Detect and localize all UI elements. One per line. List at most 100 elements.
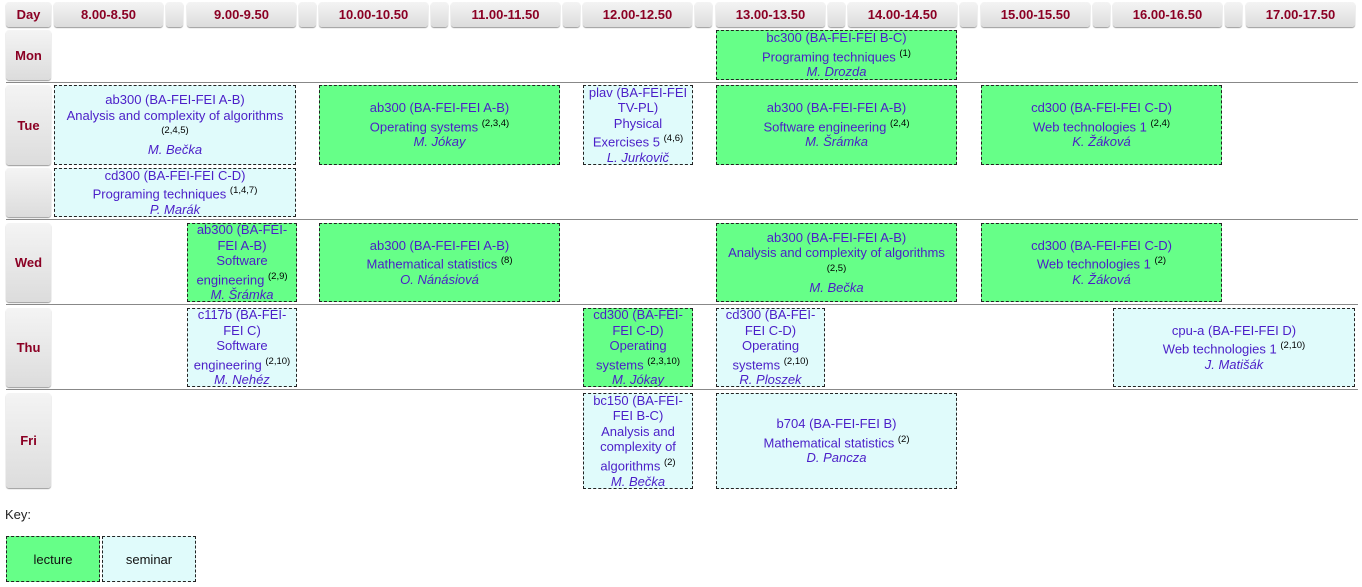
event-teacher: K. Žáková xyxy=(1072,134,1131,150)
event-teacher: M. Šrámka xyxy=(805,134,868,150)
event-room: ab300 (BA-FEI-FEI A-B) xyxy=(369,237,510,253)
header-gap xyxy=(299,2,316,27)
event-room: ab300 (BA-FEI-FEI A-B) xyxy=(766,100,907,116)
event-block[interactable]: ab300 (BA-FEI-FEI A-B) Analysis and comp… xyxy=(54,85,296,165)
event-room: cd300 (BA-FEI-FEI C-D) xyxy=(593,308,683,338)
header-slot: 17.00-17.50 xyxy=(1246,2,1355,27)
row-separator xyxy=(6,219,1358,220)
event-teacher: M. Nehéz xyxy=(214,372,270,387)
day-wed: Wed xyxy=(6,223,51,302)
header-gap xyxy=(1093,2,1110,27)
day-tue: Tue xyxy=(6,85,51,165)
event-room: c117b (BA-FEI-FEI C) xyxy=(197,308,287,338)
event-block[interactable]: ab300 (BA-FEI-FEI A-B) Software engineer… xyxy=(187,223,297,302)
header-gap xyxy=(166,2,183,27)
header-gap xyxy=(563,2,580,27)
header-gap xyxy=(960,2,977,27)
event-teacher: O. Nánásiová xyxy=(400,271,479,287)
event-room: plav (BA-FEI-FEI TV-PL) xyxy=(588,85,688,116)
event-course: Software engineering (2,9) xyxy=(196,253,288,287)
legend-lecture: lecture xyxy=(6,536,100,582)
event-teacher: M. Jókay xyxy=(611,372,664,387)
event-teacher: J. Matišák xyxy=(1204,356,1264,372)
header-slot: 13.00-13.50 xyxy=(716,2,825,27)
event-block[interactable]: ab300 (BA-FEI-FEI A-B) Mathematical stat… xyxy=(319,223,560,302)
header-gap xyxy=(431,2,448,27)
event-block[interactable]: c117b (BA-FEI-FEI C) Software engineerin… xyxy=(187,308,297,387)
event-block[interactable]: ab300 (BA-FEI-FEI A-B) Analysis and comp… xyxy=(716,223,957,302)
event-block[interactable]: cd300 (BA-FEI-FEI C-D) Operating systems… xyxy=(583,308,693,387)
header-slot: 9.00-9.50 xyxy=(187,2,296,27)
header-slot: 10.00-10.50 xyxy=(319,2,428,27)
event-teacher: M. Bečka xyxy=(147,142,203,158)
event-teacher: K. Žáková xyxy=(1072,271,1131,287)
event-course: Analysis and complexity of algorithms (2… xyxy=(66,107,284,137)
event-course: Analysis and complexity of algorithms (2… xyxy=(600,423,676,474)
event-block[interactable]: cd300 (BA-FEI-FEI C-D) Programing techni… xyxy=(54,168,296,217)
event-course: Operating systems (2,3,4) xyxy=(369,117,510,134)
event-block[interactable]: ab300 (BA-FEI-FEI A-B) Software engineer… xyxy=(716,85,957,165)
event-block[interactable]: b704 (BA-FEI-FEI B) Mathematical statist… xyxy=(716,393,957,489)
header-slot: 12.00-12.50 xyxy=(583,2,692,27)
event-block[interactable]: cd300 (BA-FEI-FEI C-D) Web technologies … xyxy=(981,85,1222,165)
event-teacher: M. Bečka xyxy=(610,473,666,489)
header-slot: 8.00-8.50 xyxy=(54,2,163,27)
event-room: cpu-a (BA-FEI-FEI D) xyxy=(1171,322,1297,338)
header-slot: 14.00-14.50 xyxy=(848,2,957,27)
day-mon: Mon xyxy=(6,30,51,80)
event-teacher: M. Šrámka xyxy=(210,287,274,302)
day-fri: Fri xyxy=(6,393,51,488)
event-teacher: M. Drozda xyxy=(806,64,867,80)
event-teacher: M. Bečka xyxy=(809,279,864,295)
event-course: Web technologies 1 (2,4) xyxy=(1032,117,1171,134)
event-room: cd300 (BA-FEI-FEI C-D) xyxy=(1031,237,1172,253)
event-room: ab300 (BA-FEI-FEI A-B) xyxy=(766,229,907,245)
day-thu: Thu xyxy=(6,308,51,387)
key-label: Key: xyxy=(5,507,32,522)
event-room: cd300 (BA-FEI-FEI C-D) xyxy=(725,308,816,338)
event-course: Programing techniques (1,4,7) xyxy=(92,185,258,202)
event-course: Programing techniques (1) xyxy=(762,47,911,64)
header-gap xyxy=(828,2,845,27)
row-separator xyxy=(6,82,1358,83)
event-room: ab300 (BA-FEI-FEI A-B) xyxy=(196,223,288,253)
event-course: Web technologies 1 (2) xyxy=(1036,255,1167,272)
header-slot: 16.00-16.50 xyxy=(1113,2,1222,27)
day-tue-extra xyxy=(6,168,51,217)
event-room: cd300 (BA-FEI-FEI C-D) xyxy=(104,168,246,183)
event-room: ab300 (BA-FEI-FEI A-B) xyxy=(105,92,245,108)
event-room: cd300 (BA-FEI-FEI C-D) xyxy=(1031,100,1172,116)
event-course: Operating systems (2,3,10) xyxy=(595,338,681,372)
event-block[interactable]: cd300 (BA-FEI-FEI C-D) Web technologies … xyxy=(981,223,1222,302)
row-separator xyxy=(6,304,1358,305)
event-course: Operating systems (2,10) xyxy=(732,338,809,372)
legend-seminar: seminar xyxy=(102,536,196,582)
event-teacher: D. Pancza xyxy=(806,450,867,466)
event-block[interactable]: cd300 (BA-FEI-FEI C-D) Operating systems… xyxy=(716,308,825,387)
header-gap xyxy=(695,2,712,27)
event-block[interactable]: cpu-a (BA-FEI-FEI D) Web technologies 1 … xyxy=(1113,308,1355,387)
header-slot: 11.00-11.50 xyxy=(451,2,560,27)
header-day: Day xyxy=(6,2,51,27)
event-room: bc150 (BA-FEI-FEI B-C) xyxy=(593,393,683,424)
event-teacher: R. Ploszek xyxy=(739,372,802,387)
event-room: b704 (BA-FEI-FEI B) xyxy=(776,416,897,432)
event-room: ab300 (BA-FEI-FEI A-B) xyxy=(369,100,510,116)
header-slot: 15.00-15.50 xyxy=(981,2,1090,27)
event-room: bc300 (BA-FEI-FEI B-C) xyxy=(766,30,907,46)
event-course: Physical Exercises 5 (4,6) xyxy=(592,115,684,150)
event-block[interactable]: bc300 (BA-FEI-FEI B-C) Programing techni… xyxy=(716,30,957,80)
event-teacher: L. Jurkovič xyxy=(606,149,670,165)
event-teacher: M. Jókay xyxy=(413,134,466,150)
row-separator xyxy=(6,389,1358,390)
event-block[interactable]: ab300 (BA-FEI-FEI A-B) Operating systems… xyxy=(319,85,560,165)
event-course: Analysis and complexity of algorithms (2… xyxy=(728,245,945,274)
event-block[interactable]: plav (BA-FEI-FEI TV-PL) Physical Exercis… xyxy=(583,85,693,165)
event-course: Software engineering (2,10) xyxy=(193,338,291,372)
event-block[interactable]: bc150 (BA-FEI-FEI B-C) Analysis and comp… xyxy=(583,393,693,489)
event-teacher: P. Marák xyxy=(149,201,201,217)
header-gap xyxy=(1225,2,1242,27)
event-course: Mathematical statistics (2) xyxy=(763,433,910,450)
event-course: Mathematical statistics (8) xyxy=(366,255,513,272)
event-course: Software engineering (2,4) xyxy=(763,117,910,134)
